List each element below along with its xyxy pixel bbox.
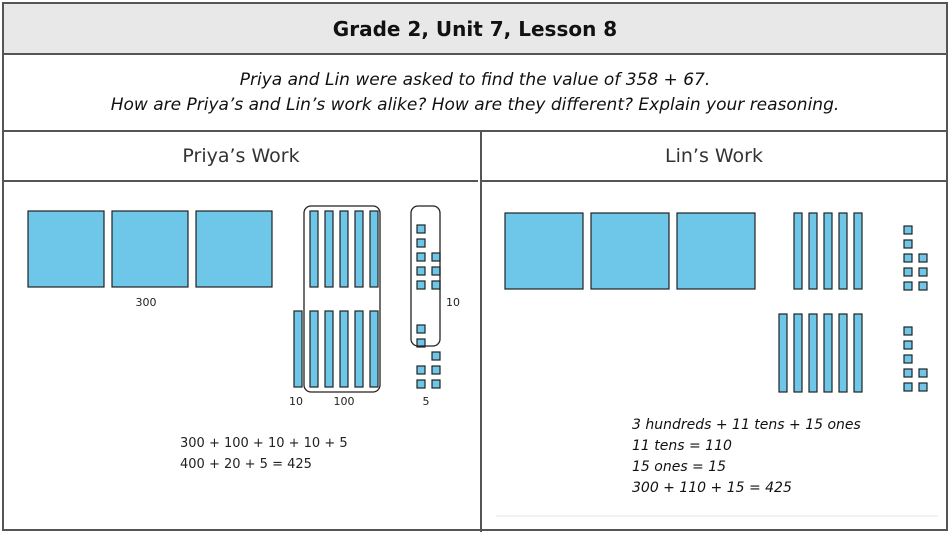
ten-rod [354, 310, 364, 388]
unit-cube [918, 267, 928, 277]
lin-work-line-3: 15 ones = 15 [632, 459, 726, 475]
ten-rod [793, 313, 803, 393]
unit-cube [903, 225, 913, 235]
unit-cube [918, 253, 928, 263]
unit-cube [416, 379, 426, 389]
unit-cube [416, 224, 426, 234]
unit-cube [918, 368, 928, 378]
lin-heading: Lin’s Work [482, 132, 946, 182]
ten-rod [309, 310, 319, 388]
unit-cube [431, 280, 441, 290]
hundred-blocks [27, 210, 273, 288]
unit-cube [416, 280, 426, 290]
unit-cube [903, 253, 913, 263]
group-of-ten-tens-outline [303, 205, 381, 393]
lin-work-line-2: 11 tens = 110 [632, 438, 732, 454]
priya-equation-1: 300 + 100 + 10 + 10 + 5 [180, 436, 348, 451]
priya-base-ten-diagram: 300 10 100 10 5 300 + 100 + 10 + 10 + 5 … [27, 205, 460, 472]
ten-rod [823, 212, 833, 290]
hundred-blocks [504, 212, 756, 290]
unit-cube [918, 382, 928, 392]
ten-rod [339, 310, 349, 388]
lin-base-ten-diagram: 3 hundreds + 11 tens + 15 ones 11 tens =… [496, 212, 938, 517]
ten-rods [293, 210, 379, 388]
hundred-block [27, 210, 105, 288]
unit-cube [903, 368, 913, 378]
ten-rod [354, 210, 364, 288]
ten-rod [369, 310, 379, 388]
unit-cube [431, 266, 441, 276]
ten-rods [778, 212, 863, 393]
unit-cube [416, 324, 426, 334]
unit-cube [903, 239, 913, 249]
unit-cube [416, 338, 426, 348]
hundred-block [195, 210, 273, 288]
ten-rod [853, 313, 863, 393]
lesson-title: Grade 2, Unit 7, Lesson 8 [4, 4, 946, 55]
unit-cube [903, 281, 913, 291]
hundred-block [590, 212, 670, 290]
ones-label: 5 [423, 395, 430, 408]
ten-rod [778, 313, 788, 393]
hundred-block [504, 212, 584, 290]
group-of-ten-ones-outline [410, 205, 441, 347]
ten-rod [793, 212, 803, 290]
unit-cubes [903, 225, 928, 392]
unit-cube [903, 267, 913, 277]
lin-work-line-4: 300 + 110 + 15 = 425 [632, 480, 792, 496]
unit-cube [431, 379, 441, 389]
priya-equation-2: 400 + 20 + 5 = 425 [180, 457, 312, 472]
unit-cubes [416, 224, 441, 389]
hundred-block [676, 212, 756, 290]
unit-cube [903, 340, 913, 350]
ten-rod [838, 212, 848, 290]
prompt-line-2: How are Priya’s and Lin’s work alike? Ho… [110, 94, 840, 115]
lin-work-line-1: 3 hundreds + 11 tens + 15 ones [632, 417, 861, 433]
unit-cube [903, 354, 913, 364]
unit-cube [903, 326, 913, 336]
unit-cube [416, 238, 426, 248]
hundred-from-tens-label: 100 [334, 395, 355, 408]
ten-from-ones-label: 10 [446, 296, 460, 309]
hundred-block [111, 210, 189, 288]
ten-rod [324, 310, 334, 388]
unit-cube [903, 382, 913, 392]
ten-rod [838, 313, 848, 393]
ten-rod [324, 210, 334, 288]
priya-heading: Priya’s Work [4, 132, 478, 182]
ten-rod [808, 313, 818, 393]
ten-rod [823, 313, 833, 393]
unit-cube [416, 252, 426, 262]
priya-work-panel: 300 10 100 10 5 300 + 100 + 10 + 10 + 5 … [4, 182, 478, 529]
question-prompt: Priya and Lin were asked to find the val… [4, 55, 946, 132]
ten-rod [808, 212, 818, 290]
unit-cube [431, 365, 441, 375]
ten-rod [309, 210, 319, 288]
ten-rod [339, 210, 349, 288]
unit-cube [416, 365, 426, 375]
unit-cube [431, 351, 441, 361]
single-ten-label: 10 [289, 395, 303, 408]
unit-cube [918, 281, 928, 291]
hundreds-label: 300 [136, 296, 157, 309]
unit-cube [416, 266, 426, 276]
lin-work-panel: 3 hundreds + 11 tens + 15 ones 11 tens =… [482, 182, 946, 529]
prompt-line-1: Priya and Lin were asked to find the val… [239, 69, 711, 90]
ten-rod [369, 210, 379, 288]
unit-cube [431, 252, 441, 262]
ten-rod [853, 212, 863, 290]
ten-rod [293, 310, 303, 388]
column-divider [480, 132, 482, 532]
